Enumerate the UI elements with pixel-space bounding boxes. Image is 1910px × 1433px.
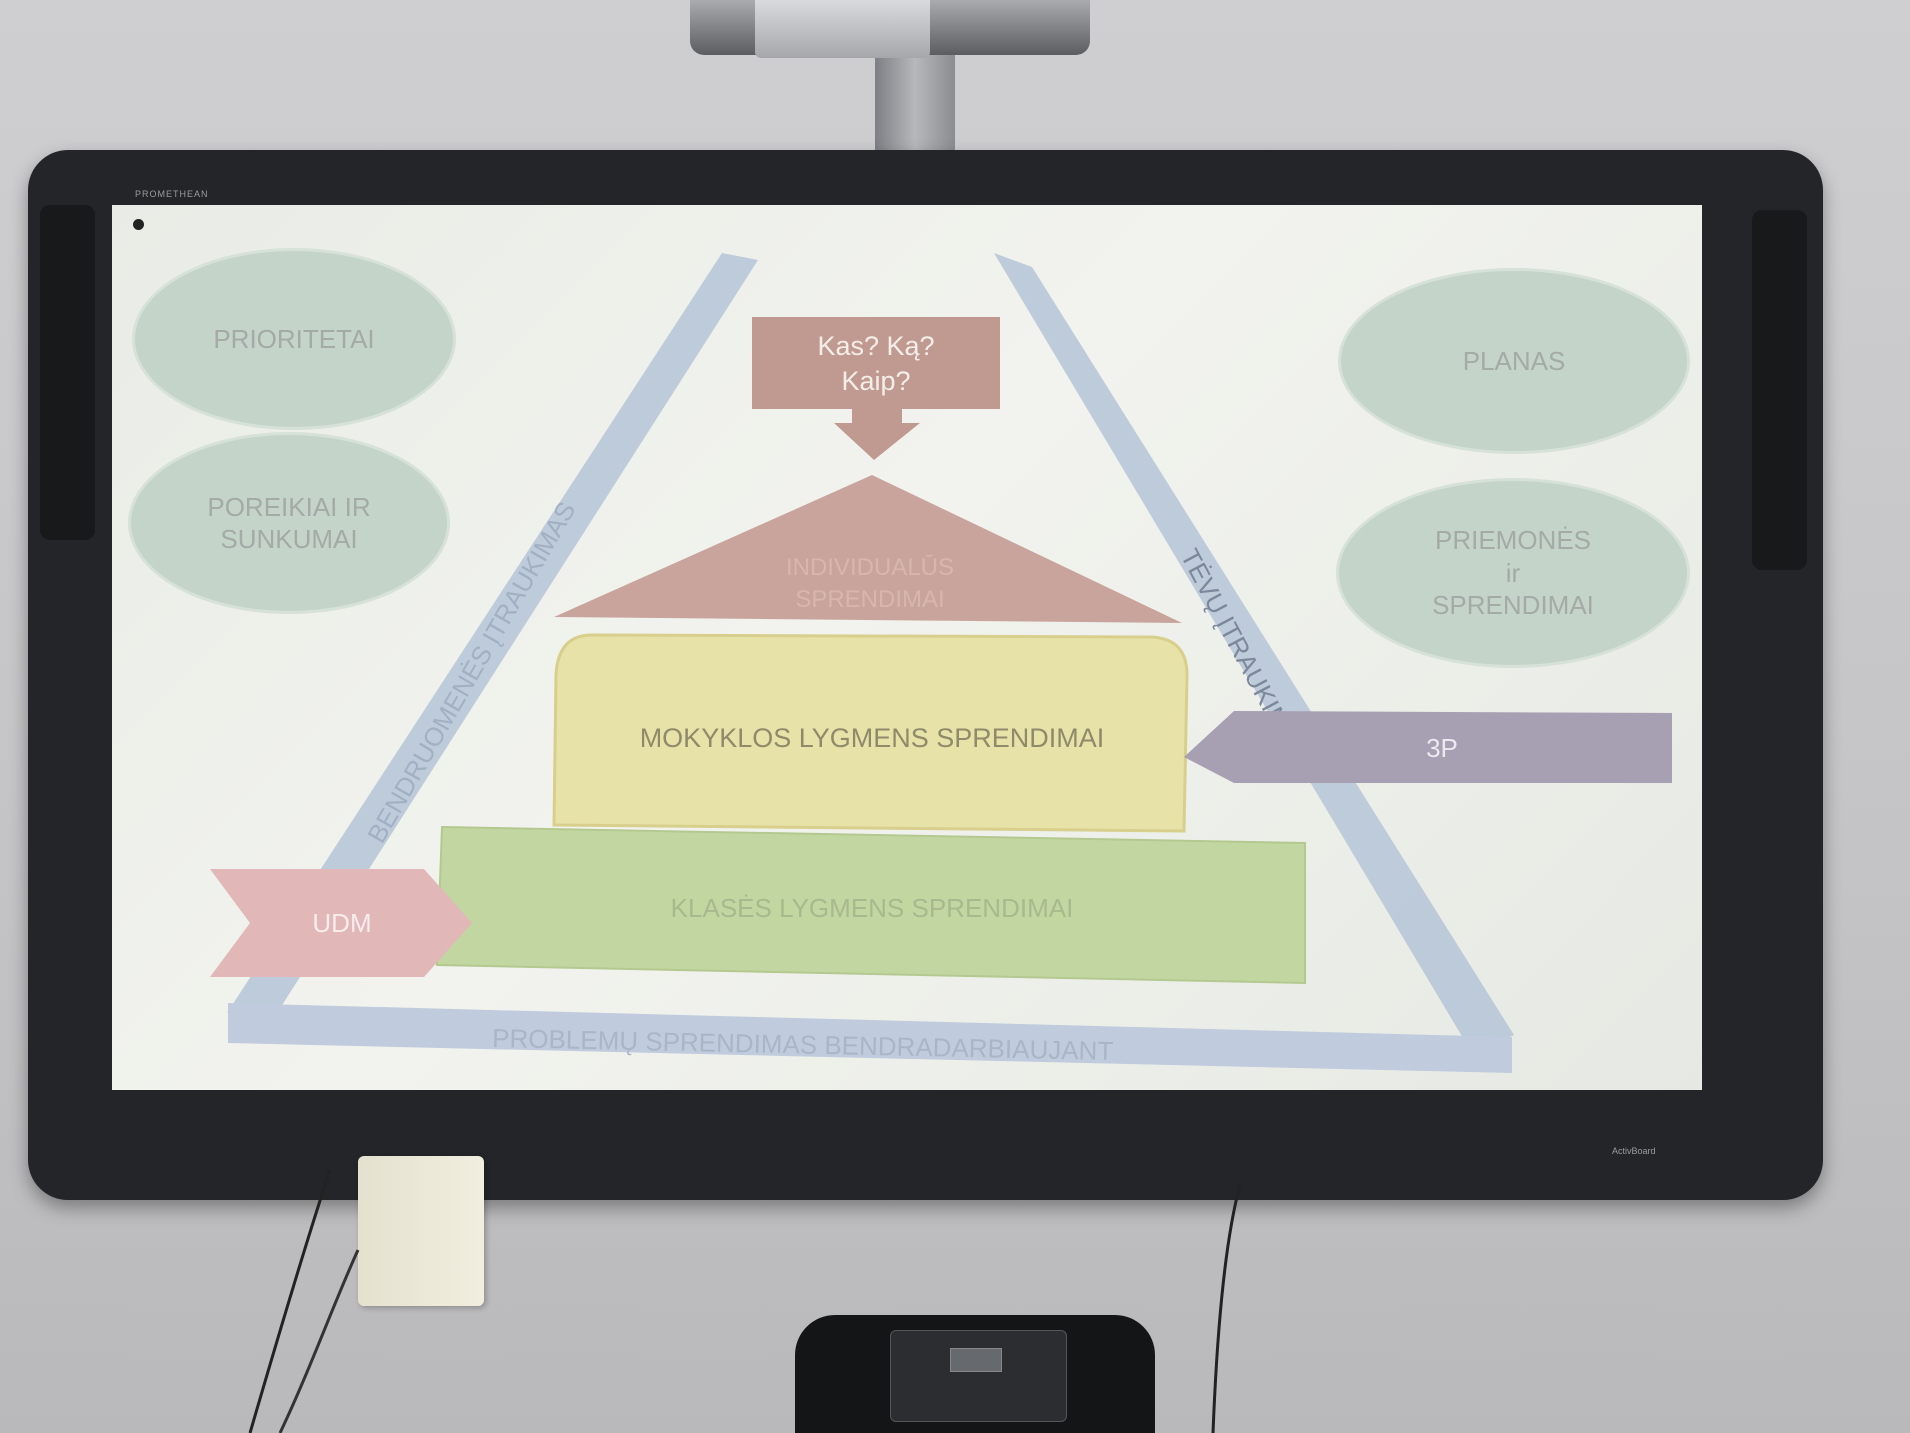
speaker-display — [950, 1348, 1002, 1372]
speaker-control-panel[interactable] — [890, 1330, 1067, 1422]
three-p-label: 3P — [1426, 733, 1458, 763]
question-box — [752, 317, 1000, 409]
board-brand-label-right: ActivBoard — [1612, 1146, 1656, 1156]
projector-lens-housing — [755, 0, 930, 58]
board-sensor-dot — [133, 219, 144, 230]
school-level-box — [552, 633, 1189, 833]
priemones-ellipse: PRIEMONĖS ir SPRENDIMAI — [1336, 478, 1690, 668]
udm-label: UDM — [312, 908, 371, 938]
prioritetai-ellipse: PRIORITETAI — [132, 248, 456, 430]
projector-mount — [875, 40, 955, 150]
planas-ellipse: PLANAS — [1338, 268, 1690, 454]
udm-arrow — [210, 869, 472, 977]
board-left-pen-tray — [40, 205, 95, 540]
wall-junction-box — [358, 1156, 484, 1306]
question-line-1: Kas? Ką? — [817, 331, 934, 361]
left-side-band — [227, 253, 758, 1013]
three-p-arrow — [1184, 711, 1672, 783]
bottom-band — [228, 1003, 1512, 1073]
question-down-arrow — [834, 409, 920, 460]
class-level-label: KLASĖS LYGMENS SPRENDIMAI — [671, 893, 1074, 923]
individual-label-line-1: INDIVIDUALŪS — [786, 554, 954, 581]
school-level-label: MOKYKLOS LYGMENS SPRENDIMAI — [640, 723, 1105, 753]
cables-left — [248, 1169, 360, 1433]
poreikiai-ellipse: POREIKIAI IR SUNKUMAI — [128, 432, 450, 614]
board-brand-label: PROMETHEAN — [135, 189, 209, 199]
board-right-pen-tray — [1752, 210, 1807, 570]
right-side-band — [994, 253, 1514, 1053]
question-line-2: Kaip? — [841, 366, 910, 396]
cable-right — [1211, 1184, 1242, 1433]
individual-triangle — [554, 475, 1182, 623]
individual-label-line-2: SPRENDIMAI — [795, 586, 944, 613]
